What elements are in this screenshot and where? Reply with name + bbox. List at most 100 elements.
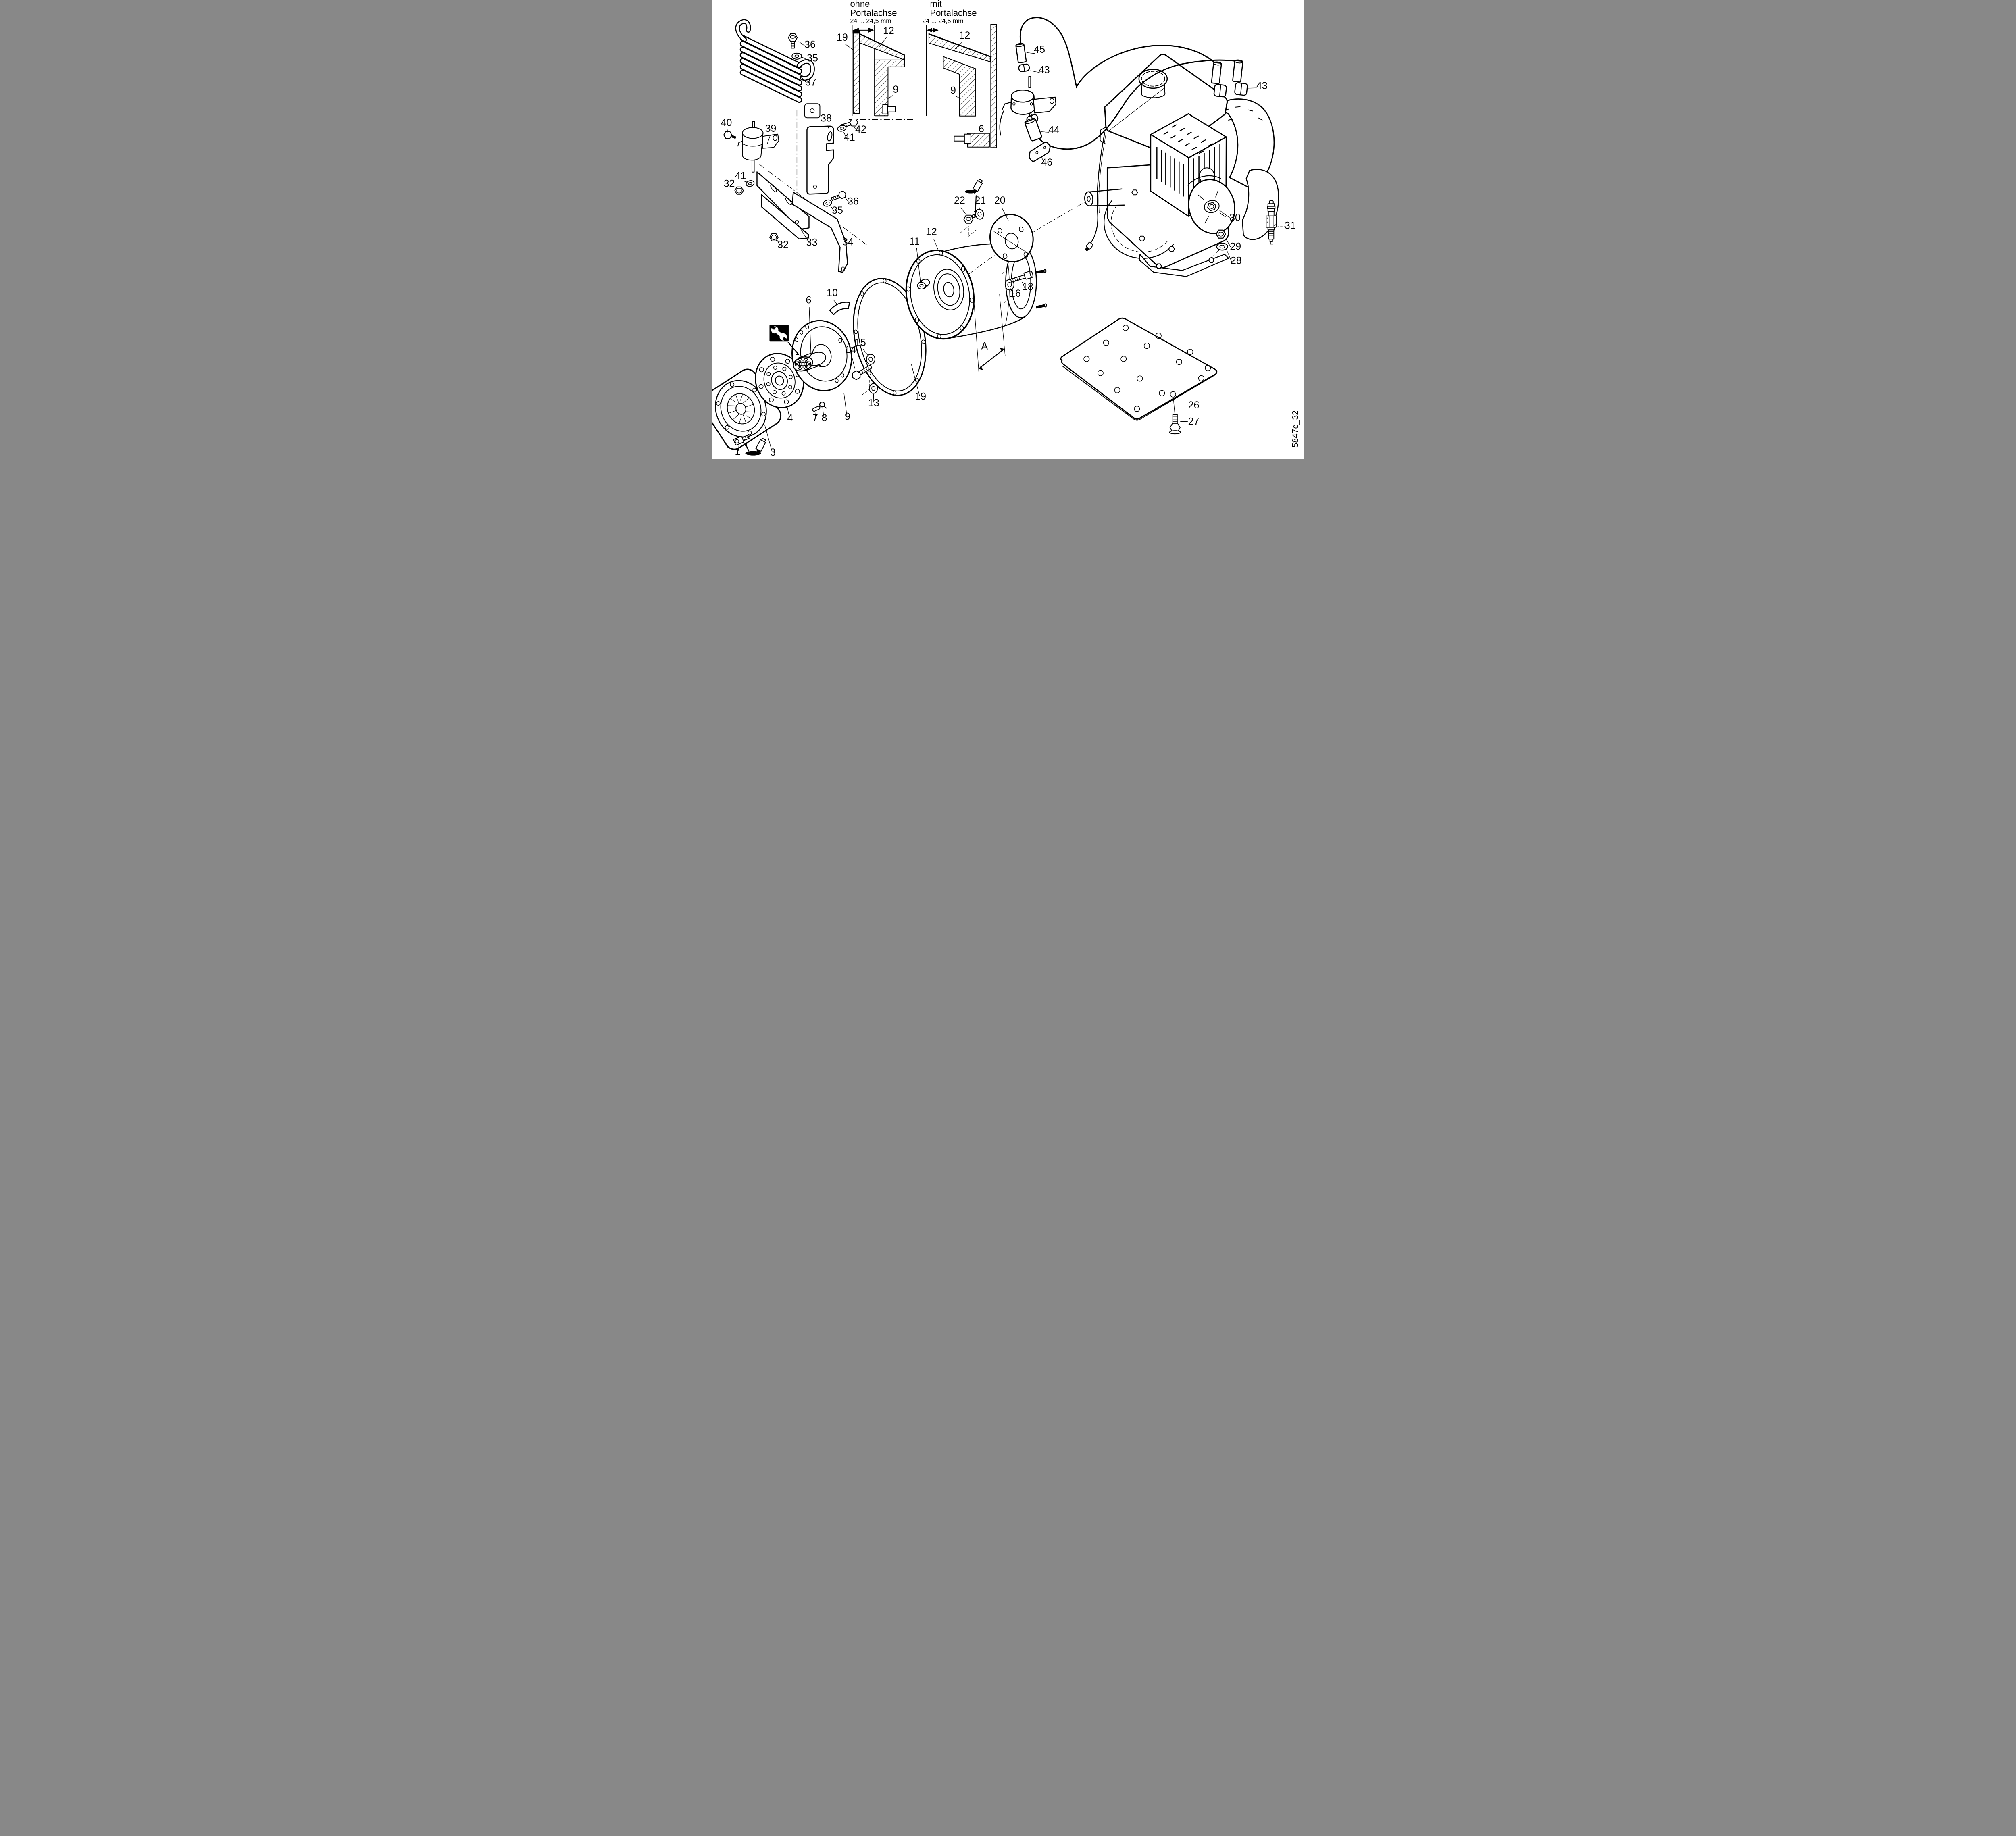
dimension-a — [973, 294, 1006, 377]
tank-pipes-and-clamps-43 — [1211, 59, 1248, 98]
spark-plug-31 — [1266, 200, 1277, 245]
callout-16: 16 — [1010, 288, 1021, 299]
hose-piece-45 — [1015, 43, 1027, 63]
callout-3: 3 — [770, 447, 776, 458]
bolt-27 — [1169, 414, 1181, 435]
fuel-cap — [1138, 69, 1168, 98]
inset-ohne-portalachse — [848, 25, 913, 120]
inset-left-dim: 24 ... 24,5 mm — [850, 18, 891, 25]
callout-13: 13 — [868, 398, 879, 409]
callout-6: 6 — [806, 295, 812, 306]
clutch-disc-4 — [755, 353, 804, 408]
arc-segment-10 — [829, 302, 850, 315]
bushing-11 — [917, 279, 930, 289]
washer-21 — [975, 208, 984, 220]
section-ring-19 — [852, 31, 860, 114]
callout-38: 38 — [821, 112, 832, 124]
washer-28 — [1216, 243, 1228, 251]
washer-13 — [869, 383, 878, 394]
callout-28: 28 — [1231, 255, 1242, 266]
fuel-pump — [999, 76, 1056, 136]
wrench-icon — [769, 325, 789, 342]
inset-right-dim: 24 ... 24,5 mm — [922, 18, 963, 25]
guard-slots-left — [1156, 147, 1184, 197]
clutch-drum-30 — [1188, 179, 1235, 234]
hose-44 — [1024, 118, 1042, 142]
callout-31: 31 — [1285, 220, 1296, 231]
callout-12-inset-right: 12 — [959, 30, 970, 41]
callout-34: 34 — [842, 237, 854, 248]
callout-45: 45 — [1034, 44, 1045, 55]
callout-18: 18 — [1022, 281, 1033, 293]
bolt-14 — [852, 364, 873, 380]
callout-37: 37 — [805, 77, 816, 88]
bolt-40 — [723, 131, 737, 139]
bracket-38 — [806, 125, 834, 195]
callout-15: 15 — [855, 337, 866, 348]
section-body-9 — [943, 56, 976, 117]
nut-32-left — [734, 186, 744, 195]
callout-12: 12 — [926, 226, 937, 237]
inset-left-title-2: Portalachse — [850, 8, 897, 18]
nut-32-bottom — [769, 233, 779, 241]
callout-4: 4 — [787, 412, 793, 424]
bell-housing-12 — [905, 243, 1047, 340]
damper-plate-46 — [1029, 142, 1051, 162]
callout-39: 39 — [765, 123, 777, 134]
bolt-18 — [1010, 271, 1033, 283]
callout-41-top: 41 — [844, 132, 855, 143]
pin-7 — [812, 406, 821, 412]
inset-right-title-2: Portalachse — [930, 8, 977, 18]
callout-42: 42 — [855, 124, 866, 135]
callout-12-inset-left: 12 — [883, 25, 894, 36]
cover-plate-20 — [989, 214, 1034, 262]
callout-32-bottom: 32 — [777, 239, 789, 250]
callout-35-cooler: 35 — [807, 52, 818, 64]
section-body-9 — [874, 59, 905, 117]
washer-41-left — [746, 180, 755, 187]
section-axle-wall — [990, 24, 997, 148]
clamp-43-pump — [1018, 63, 1030, 72]
callout-26: 26 — [1188, 400, 1200, 411]
callout-19: 19 — [915, 391, 926, 402]
cooler-tab — [804, 103, 821, 119]
callout-7: 7 — [812, 412, 818, 424]
callout-9-inset-right: 9 — [950, 85, 956, 96]
callout-6-inset: 6 — [979, 123, 984, 135]
oil-cooler — [735, 19, 821, 119]
callout-35-bracket: 35 — [832, 205, 843, 216]
exploded-parts-diagram: 36 35 37 40 39 38 42 41 41 32 36 35 33 3… — [712, 0, 1300, 458]
callout-43-tank: 43 — [1256, 80, 1268, 92]
kill-wire — [1085, 132, 1106, 252]
bolt-36-bracket — [831, 190, 846, 201]
callout-43-pump: 43 — [1039, 65, 1050, 76]
base-plate-26 — [1060, 317, 1218, 421]
fuel-hoses — [1019, 17, 1237, 150]
wrench-arrow — [787, 341, 800, 356]
callout-9-inset-left: 9 — [893, 84, 898, 95]
callout-41-left: 41 — [735, 170, 746, 181]
engine — [1084, 54, 1279, 277]
inset-right-title-1: mit — [930, 0, 941, 9]
callout-19-inset: 19 — [837, 32, 848, 43]
callout-44: 44 — [1048, 124, 1060, 135]
callout-30: 30 — [1229, 212, 1241, 223]
callout-labels: 36 35 37 40 39 38 42 41 41 32 36 35 33 3… — [721, 25, 1296, 458]
clip-8 — [819, 402, 827, 409]
callout-1: 1 — [735, 446, 741, 457]
washer-15 — [866, 354, 875, 365]
callout-36-bracket: 36 — [848, 196, 859, 207]
dimension-a-label: A — [981, 341, 988, 352]
inset-titles: ohne Portalachse 24 ... 24,5 mm mit Port… — [850, 0, 977, 25]
nut-29 — [1216, 229, 1226, 239]
washer-35-bracket — [823, 199, 832, 207]
diagram-page: 36 35 37 40 39 38 42 41 41 32 36 35 33 3… — [712, 0, 1304, 459]
blower-dome — [1214, 98, 1275, 188]
callout-10: 10 — [827, 287, 838, 299]
callout-32-left: 32 — [724, 178, 735, 189]
callout-11: 11 — [909, 236, 920, 247]
washer-35-cooler — [791, 52, 802, 60]
grease-tube-bolt22 — [964, 179, 983, 214]
guard-slots-top — [1163, 124, 1213, 154]
callout-20: 20 — [994, 195, 1006, 206]
